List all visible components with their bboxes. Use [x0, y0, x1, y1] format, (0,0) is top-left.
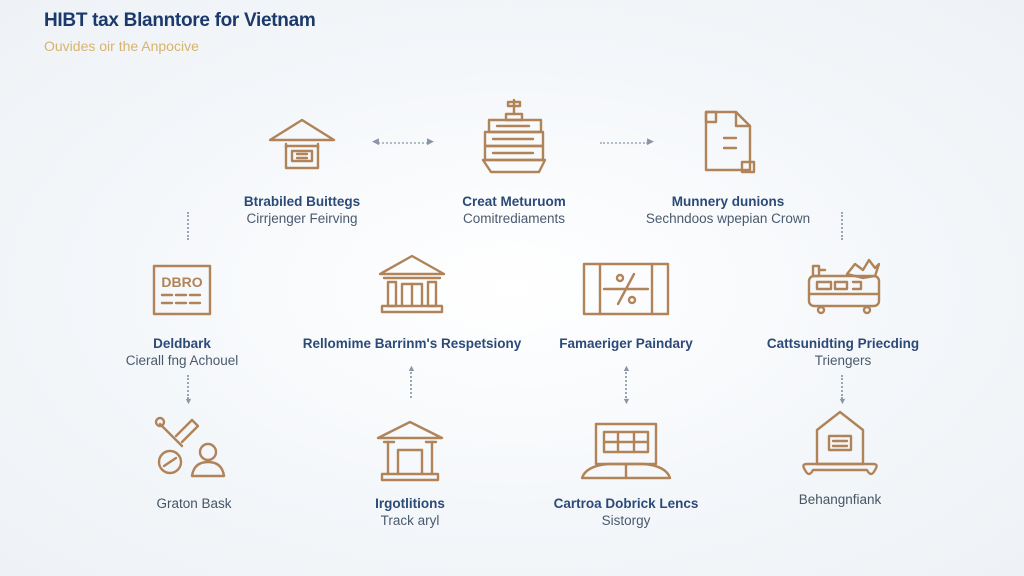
node-label: Behangnfiank [798, 492, 882, 507]
percent-board-icon [582, 262, 670, 316]
node-n11[interactable]: Behangnfiank [710, 410, 970, 509]
node-label: Munnery dunions [671, 194, 785, 209]
dbro-card-icon: DBRO [152, 264, 212, 316]
connector-n4-n8 [187, 375, 191, 399]
node-label: Irgotlitions [375, 496, 445, 511]
node-n7[interactable]: Cattsunidting Priecding Triengers [713, 246, 973, 368]
node-sublabel: Comitrediaments [462, 211, 566, 226]
arrow-up-icon: ▲ [407, 363, 416, 373]
node-n10[interactable]: Cartroa Dobrick Lencs Sistorgy [496, 410, 756, 528]
node-sublabel: Sistorgy [601, 513, 651, 528]
node-sublabel: Track aryl [380, 513, 440, 528]
magnifier-person-icon [154, 416, 226, 478]
node-label: Rellomime Barrinm's Respetsiony [302, 336, 522, 351]
node-label: Btrabiled Buittegs [243, 194, 361, 209]
connector-n3-n7 [841, 212, 845, 240]
laptop-icon [580, 422, 672, 480]
node-label: Deldbark [153, 336, 211, 351]
node-n5[interactable]: Rellomime Barrinm's Respetsiony [282, 246, 542, 353]
connector-n2-n3 [600, 142, 648, 144]
node-label: Cattsunidting Priecding [766, 336, 920, 351]
node-sublabel: Triengers [814, 353, 872, 368]
arrow-right-icon: ▶ [647, 136, 654, 146]
connector-n7-n11 [841, 375, 845, 399]
node-label: Famaeriger Paindary [559, 336, 693, 351]
bus-icon [807, 258, 881, 315]
arrow-right-icon: ▶ [427, 136, 434, 146]
node-n2[interactable]: Creat Meturuom Comitrediaments [384, 96, 644, 226]
node-n3[interactable]: Munnery dunions Sechndoos wpepian Crown [598, 104, 858, 226]
node-n9[interactable]: Irgotlitions Track aryl [280, 410, 540, 528]
arrow-down-icon: ▼ [838, 396, 847, 406]
dbro-text: DBRO [161, 274, 202, 290]
arrow-left-icon: ◀ [372, 136, 379, 146]
node-n4[interactable]: DBRO Deldbark Cierall fng Achouel [52, 246, 312, 368]
connector-n10-n6 [625, 372, 629, 398]
node-label: Graton Bask [156, 496, 232, 511]
arrow-up-icon: ▲ [622, 363, 631, 373]
house-tax-form-icon [268, 118, 336, 170]
connector-n1-n4 [187, 212, 191, 240]
node-sublabel: Sechndoos wpepian Crown [645, 211, 811, 226]
document-icon [704, 110, 756, 174]
node-n1[interactable]: Btrabiled Buittegs Cirrjenger Feirving [172, 104, 432, 226]
bank-building-icon [378, 254, 446, 314]
house-scroll-icon [802, 410, 878, 476]
arrow-down-icon: ▼ [622, 396, 631, 406]
node-sublabel: Cierall fng Achouel [125, 353, 239, 368]
connector-n1-n2 [378, 142, 428, 144]
cruise-ship-icon [481, 98, 547, 174]
connector-n9-n5 [410, 372, 414, 398]
node-sublabel: Cirrjenger Feirving [246, 211, 358, 226]
bank-building-icon [376, 420, 444, 482]
page-subtitle: Ouvides oir the Anpocive [44, 38, 199, 54]
node-label: Creat Meturuom [462, 194, 566, 209]
arrow-down-icon: ▼ [184, 396, 193, 406]
node-label: Cartroa Dobrick Lencs [553, 496, 699, 511]
node-n8[interactable]: Graton Bask [64, 410, 324, 513]
node-n6[interactable]: Famaeriger Paindary [496, 246, 756, 353]
page-title: HIBT tax Blanntore for Vietnam [44, 10, 316, 31]
